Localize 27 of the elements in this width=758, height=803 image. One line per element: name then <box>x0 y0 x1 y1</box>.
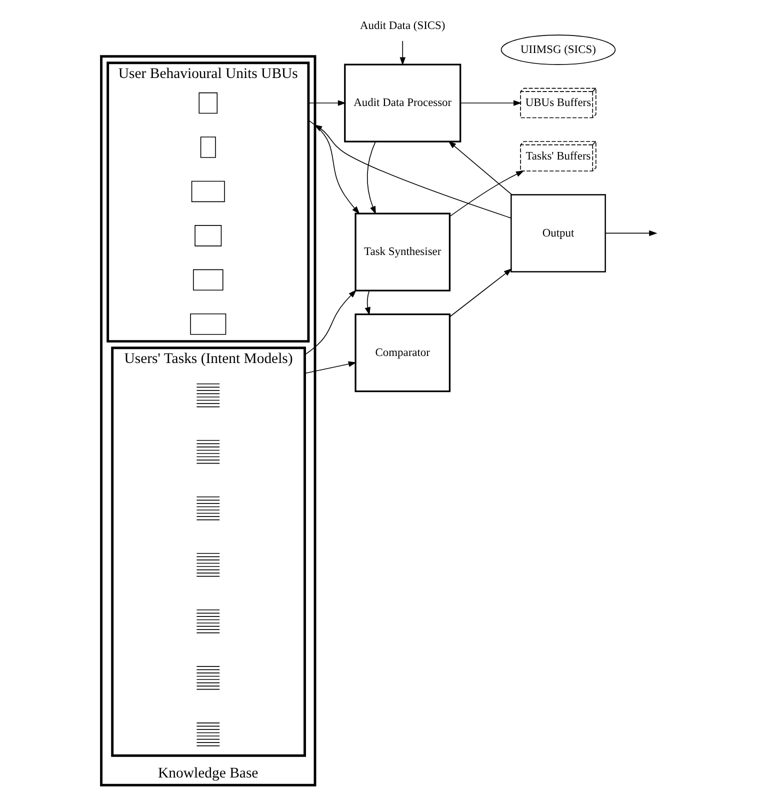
arrow <box>364 290 370 316</box>
cluster: User Behavioural Units UBUs <box>106 62 310 343</box>
arrow <box>448 140 512 195</box>
arrow <box>304 361 357 374</box>
node-box <box>191 180 225 202</box>
arrow <box>400 40 406 66</box>
arrow <box>605 230 658 236</box>
node-box <box>194 225 222 246</box>
node-box <box>200 136 216 158</box>
node-text: Audit Data (SICS) <box>360 20 446 32</box>
arrow <box>308 120 360 214</box>
node-box <box>198 92 218 114</box>
node-box: Task Synthesiser <box>354 212 451 292</box>
node-box <box>193 269 224 291</box>
cluster: Users' Tasks (Intent Models) <box>111 346 306 757</box>
arrow <box>314 124 512 218</box>
arrow <box>449 170 524 217</box>
node-box: Comparator <box>354 313 451 392</box>
arrow <box>460 100 522 106</box>
arrow <box>304 290 357 356</box>
node-box: Output <box>510 194 606 272</box>
arrow <box>366 141 376 214</box>
arrow <box>308 100 346 106</box>
node-box: Audit Data Processor <box>344 64 462 142</box>
node-ellipse: UIIMSG (SICS) <box>500 34 616 65</box>
arrow <box>449 268 512 318</box>
node-box <box>190 313 226 335</box>
